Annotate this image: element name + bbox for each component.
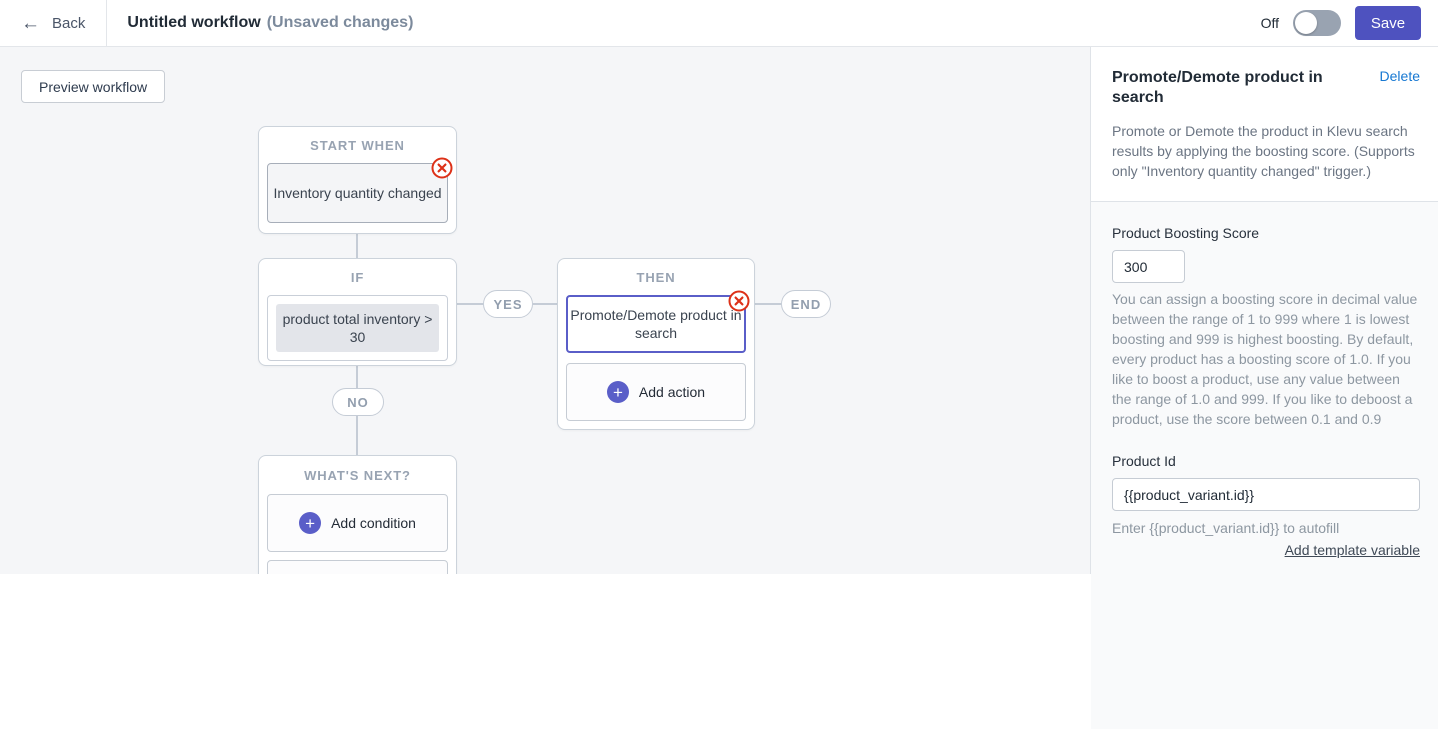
remove-action-button[interactable] [728,290,750,312]
workflow-title-group: Untitled workflow (Unsaved changes) [107,14,413,32]
no-pill: NO [332,388,384,416]
action-label: Promote/Demote product in search [570,307,742,341]
connector-start-if [356,234,358,258]
connector-then-end [755,303,781,305]
workflow-status-label: Off [1260,15,1279,31]
connector-no-next [356,416,358,455]
page-title: Untitled workflow [127,14,261,31]
action-settings-form: Product Boosting Score You can assign a … [1091,202,1438,729]
connector-yes-then [533,303,557,305]
plus-icon: + [606,381,629,403]
trigger-card[interactable]: Inventory quantity changed [267,157,453,223]
then-header: THEN [636,269,676,285]
plus-icon: + [299,512,322,534]
add-action-label: Add action [638,384,706,400]
workflow-enable-toggle[interactable] [1293,10,1341,36]
unsaved-changes-badge: (Unsaved changes) [266,14,414,31]
if-node: IF product total inventory > 30 [258,258,457,366]
if-header: IF [350,269,365,285]
yes-pill: YES [483,290,533,318]
start-when-node: START WHEN Inventory quantity changed [258,126,457,234]
remove-trigger-button[interactable] [431,157,453,179]
add-condition-button[interactable]: + Add condition [267,494,448,552]
top-bar: ← Back Untitled workflow (Unsaved change… [0,0,1438,47]
product-id-label: Product Id [1112,453,1176,469]
add-template-variable-link[interactable]: Add template variable [1284,542,1420,558]
back-button[interactable]: ← Back [0,0,106,46]
boosting-score-help: You can assign a boosting score in decim… [1112,291,1418,427]
end-pill: END [781,290,831,318]
add-condition-label: Add condition [331,515,416,531]
trigger-label: Inventory quantity changed [273,185,442,201]
product-id-help: Enter {{product_variant.id}} to autofill [1112,520,1340,536]
back-arrow-icon: ← [21,12,40,34]
close-icon [431,157,453,179]
condition-chip: product total inventory > 30 [276,304,439,352]
boosting-score-label: Product Boosting Score [1112,225,1260,241]
condition-card[interactable]: product total inventory > 30 [267,295,448,361]
boosting-score-input[interactable] [1112,250,1185,283]
add-action-button[interactable]: + Add action [566,363,746,421]
save-button[interactable]: Save [1355,6,1421,40]
workflow-canvas: Preview workflow START WHEN Inventory qu… [0,47,1090,574]
toggle-knob [1295,12,1317,34]
then-node: THEN Promote/Demote product in search + … [557,258,755,430]
back-label: Back [52,14,86,32]
panel-title: Promote/Demote product in search [1112,69,1323,106]
next-card-stub[interactable] [267,560,448,574]
preview-workflow-button[interactable]: Preview workflow [21,70,166,103]
header-divider [106,0,108,47]
whats-next-header: WHAT'S NEXT? [304,467,411,483]
connector-if-yes [457,303,483,305]
whats-next-node: WHAT'S NEXT? + Add condition [258,455,457,574]
close-icon [728,290,750,312]
start-when-header: START WHEN [310,137,405,153]
panel-divider [1091,201,1438,202]
action-settings-panel: Promote/Demote product in search Delete … [1090,47,1438,729]
product-id-input[interactable] [1112,478,1420,511]
connector-if-no [356,366,358,388]
action-card-selected[interactable]: Promote/Demote product in search [566,290,750,353]
action-description: Promote or Demote the product in Klevu s… [1112,123,1415,179]
delete-action-link[interactable]: Delete [1379,68,1420,84]
